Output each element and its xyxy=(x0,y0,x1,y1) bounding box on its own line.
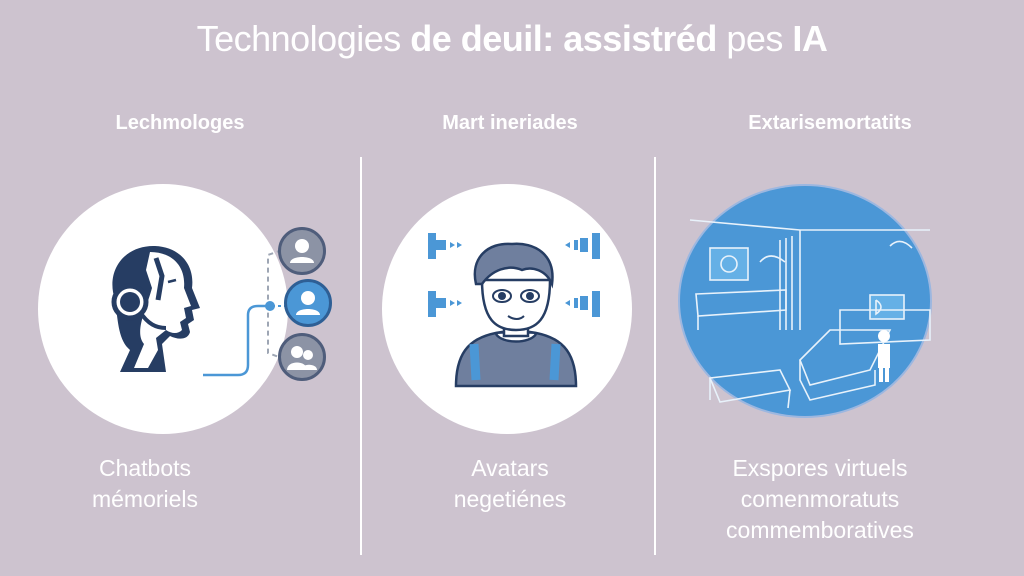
column-heading-2: Mart ineriades xyxy=(442,112,578,134)
caption-chatbots: Chatbots mémoriels xyxy=(70,453,220,515)
caption-2-line-1: Avatars xyxy=(471,455,549,481)
column-divider-1 xyxy=(360,157,362,555)
caption-3-line-3: commemboratives xyxy=(726,517,914,543)
column-heading-3: Extarisemortatits xyxy=(748,112,912,134)
user-icon xyxy=(278,227,326,275)
caption-2-line-2: negetiénes xyxy=(453,486,567,512)
ai-head-headset-icon xyxy=(111,245,200,372)
caption-3-line-2: comenmoratuts xyxy=(740,486,900,512)
column-divider-2 xyxy=(654,157,656,555)
title-part-4: IA xyxy=(792,18,828,59)
signal-indicators xyxy=(428,233,600,317)
caption-3-line-1: Exspores virtuels xyxy=(732,455,908,481)
caption-1-line-2: mémoriels xyxy=(91,486,199,512)
user-icon-active xyxy=(284,279,332,327)
virtual-memorial-room-icon xyxy=(689,219,931,409)
caption-avatars: Avatars negetiénes xyxy=(435,453,585,515)
title-part-2: de deuil: assistréd xyxy=(410,18,717,59)
avatar-portrait-icon xyxy=(454,242,578,388)
title-part-1: Technologies xyxy=(196,18,411,59)
group-icon xyxy=(278,333,326,381)
column-heading-1: Lechmologes xyxy=(115,112,245,134)
caption-virtual-spaces: Exspores virtuels comenmoratuts commembo… xyxy=(700,453,940,546)
page-title: Technologies de deuil: assistréd pes IA xyxy=(0,18,1024,60)
caption-1-line-1: Chatbots xyxy=(98,455,192,481)
title-part-3: pes xyxy=(716,18,793,59)
